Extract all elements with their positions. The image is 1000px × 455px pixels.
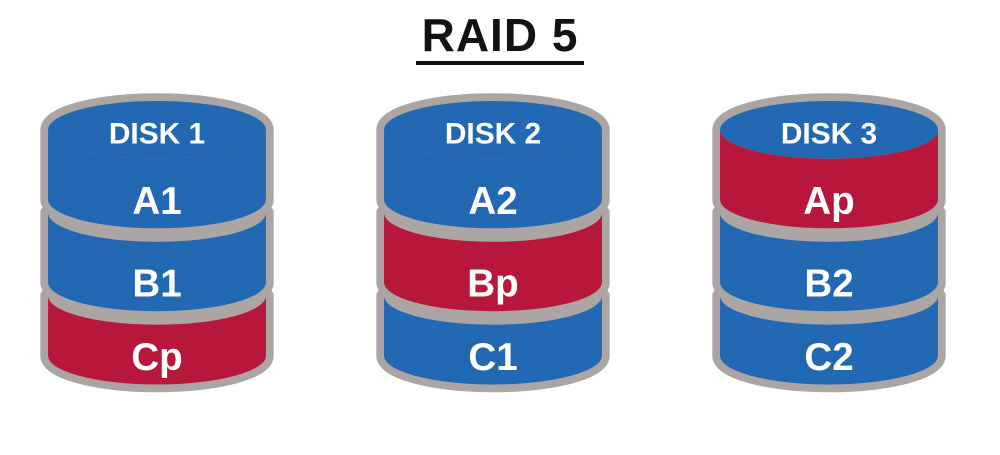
segment-label-Ap: Ap xyxy=(803,180,854,223)
disk-face xyxy=(48,101,266,159)
disk-segment-B1 xyxy=(48,212,266,312)
disk-segment-A1 xyxy=(48,129,266,229)
disk-segment-C1 xyxy=(384,295,602,385)
segment-label-Bp: Bp xyxy=(467,263,518,306)
segment-label-B1: B1 xyxy=(132,263,181,306)
disk-name-label: DISK 2 xyxy=(445,117,541,150)
segment-label-A2: A2 xyxy=(468,180,517,223)
diagram-title-text: RAID 5 xyxy=(421,9,579,61)
disk-segment-Cp xyxy=(48,295,266,385)
title-row: RAID 5 xyxy=(0,0,1000,70)
disk-face xyxy=(384,101,602,159)
diagram-title: RAID 5 xyxy=(415,9,585,65)
disk-segment-B2 xyxy=(720,212,938,312)
disk-segment-Ap xyxy=(720,129,938,229)
segment-label-Cp: Cp xyxy=(131,336,182,379)
segment-label-B2: B2 xyxy=(804,263,853,306)
disk-name-label: DISK 1 xyxy=(109,117,205,150)
disk-face xyxy=(720,101,938,159)
segment-label-A1: A1 xyxy=(132,180,181,223)
disk-segment-Bp xyxy=(384,212,602,312)
disk-name-label: DISK 3 xyxy=(781,117,877,150)
segment-label-C2: C2 xyxy=(804,336,853,379)
disk-segment-A2 xyxy=(384,129,602,229)
disk-segment-C2 xyxy=(720,295,938,385)
segment-label-C1: C1 xyxy=(468,336,517,379)
